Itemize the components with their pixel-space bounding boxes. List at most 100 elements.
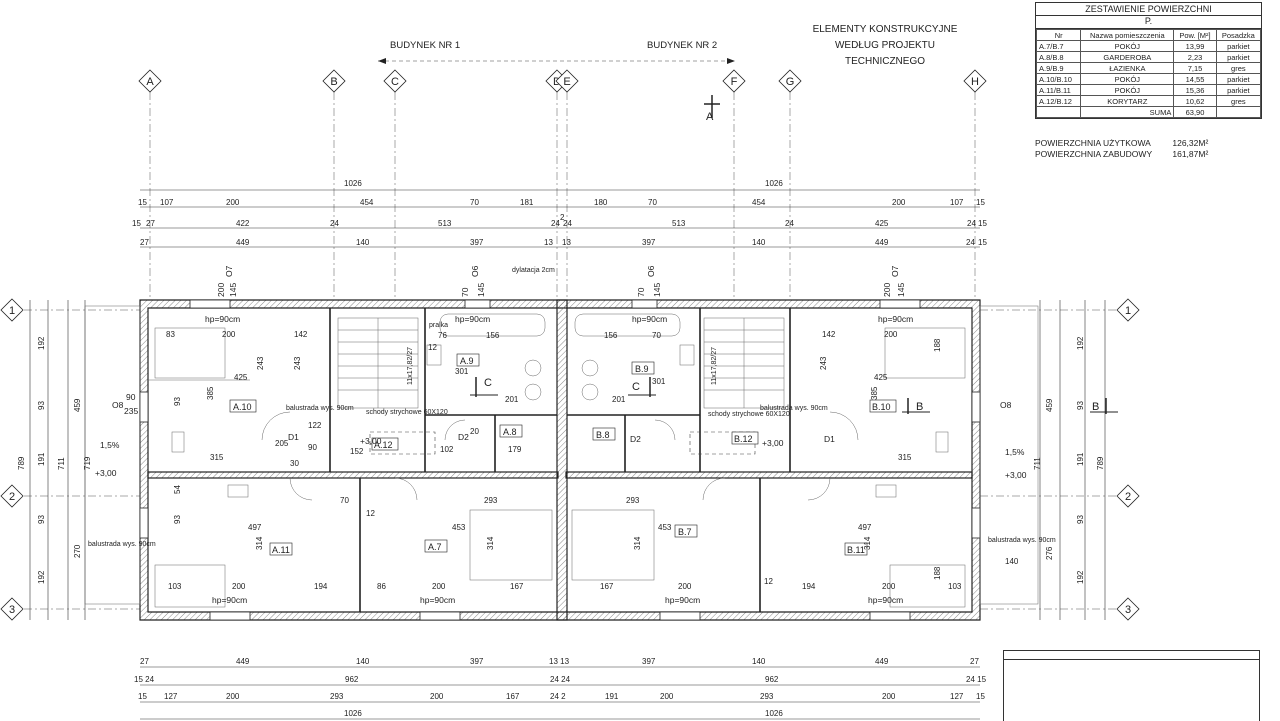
column-axis-label: E [563,76,570,88]
note-balustrada-outer-left: balustrada wys. 90cm [88,541,156,548]
cell-empty [1215,106,1262,118]
column-axis-label: B [330,76,337,88]
rd-a10-6: 93 [173,397,182,406]
cell-area: 15,36 [1173,84,1217,96]
note-hp-b7: hp=90cm [665,595,700,605]
building-1-label: BUDYNEK NR 1 [390,40,460,51]
area-table-grid: Nr Nazwa pomieszczenia Pow. [M²] Posadzk… [1035,29,1262,118]
rd-a11-5: 200 [232,582,246,591]
sum-value: 63,90 [1173,106,1217,118]
ol-6: 200 [882,283,892,297]
col-floor: Posadzka [1215,29,1262,41]
rd-b11-0: 497 [858,523,872,532]
dim-right-93b: 93 [1076,515,1085,524]
ol-10: O6 [646,265,656,277]
rd-b7-2: 293 [626,496,640,505]
dim-bot-r3-10: 200 [882,692,896,701]
dim-bot-r3-9: 293 [760,692,774,701]
radiator-b11 [875,484,897,498]
dim-top-r2-5: 24 [551,219,560,228]
attic-hatch-right [689,431,756,455]
dim-bot-r1-3: 397 [470,657,484,666]
cell-nr: A.7/B.7 [1035,40,1082,52]
section-b-outer: B [1092,401,1099,413]
column-axis-label: H [971,76,979,88]
rd-b10-6: 188 [933,338,942,352]
bed-b10 [884,327,966,379]
rd-a12-4: 90 [308,443,317,452]
right-dimension-chains: 192 93 191 93 192 459 276 711 789 [1033,300,1106,620]
building-walls [84,299,1039,621]
section-b-inner: B [916,401,923,413]
dim-top-r3-5: 13 [562,238,571,247]
ol-7: 145 [896,283,906,297]
rd-a10-7: 315 [210,453,224,462]
attic-hatch-left [369,431,436,455]
rd-b7-1: 314 [633,536,642,550]
dim-bot-r3-4: 200 [430,692,444,701]
rd-b9-3: 201 [612,395,626,404]
table-row: A.11/B.11 POKÓJ 15,36 parkiet [1035,84,1262,96]
rd-b11-3: 194 [802,582,816,591]
dim-top-r3-10: 15 [978,238,987,247]
dim-top-r2-2: 422 [236,219,250,228]
dim-bot-r3-8: 200 [660,692,674,701]
note-stairs-left: 11x17,82/27 [407,347,414,385]
cell-nr: A.9/B.9 [1035,62,1082,74]
left-dimension-chains: 789 719 192 93 191 93 192 459 270 711 [17,300,92,620]
ol-13: O8 [1000,400,1012,410]
stair-left [337,317,419,409]
dim-top-r1-6: 2 [560,213,565,222]
room-a11: A.11 [272,545,290,555]
rd-b7-0: 453 [658,523,672,532]
note-hp-a7: hp=90cm [420,595,455,605]
cell-floor: parkiet [1215,40,1262,52]
ol-4: 70 [636,287,646,297]
rd-a7-6: 12 [366,509,375,518]
table-row: A.7/B.7 POKÓJ 13,99 parkiet [1035,40,1262,52]
table-header-row: Nr Nazwa pomieszczenia Pow. [M²] Posadzk… [1035,29,1262,41]
rd-a10-3: 243 [256,356,265,370]
rd-a11-3: 93 [173,515,182,524]
row-axis-1-right: 1 [980,298,1140,322]
note-level-left: +3,00 [360,436,382,446]
rd-a8-0: 179 [508,445,522,454]
radiator-b10 [935,431,949,453]
section-c-left: C [484,377,492,389]
dim-left-191: 191 [37,452,46,466]
opening-labels: 200 145 O7 70 145 O6 70 145 O6 200 145 O… [112,265,1012,416]
col-nr: Nr [1035,29,1082,41]
ol-12: O8 [112,400,124,410]
rd-b11-5: 188 [933,566,942,580]
dim-top-r3-2: 140 [356,238,370,247]
column-axes: ABCDEFGH [138,69,987,300]
dim-bot-r3-7: 191 [605,692,619,701]
usable-area-row: POWIERZCHNIA UŻYTKOWA 126,32M² [1035,138,1208,149]
dim-bot-r2-1: 962 [345,675,359,684]
rd-b10-4: 385 [870,386,879,400]
dim-top-r1-3: 454 [360,198,374,207]
rd-a11-6: 103 [168,582,182,591]
row-axis-label: 3 [9,604,15,616]
door-d1-right: D1 [824,434,835,444]
note-level-outer-left: +3,00 [95,468,117,478]
dim-bot-r3-6: 24 2 [550,692,566,701]
elements-line-2: WEDŁUG PROJEKTU [834,40,935,51]
cell-nr: A.8/B.8 [1035,51,1082,63]
rd-a12-0: 122 [308,421,322,430]
row-axis-2-left: 2 [0,484,140,508]
ol-14: 90 [126,392,136,402]
elements-line-1: ELEMENTY KONSTRUKCYJNE [812,24,958,35]
ol-8: O7 [224,265,234,277]
dim-top-r3-1: 449 [236,238,250,247]
column-axis-h: H [963,69,987,300]
dim-top-r2-8: 24 [785,219,794,228]
rd-b10-5: 315 [898,453,912,462]
column-axis-f: F [722,69,746,300]
building-2-label: BUDYNEK NR 2 [647,40,717,51]
stair-right [703,317,785,409]
dim-bot-r1-1: 449 [236,657,250,666]
dim-top-r1-2: 200 [226,198,240,207]
section-a-label: A [706,111,714,123]
